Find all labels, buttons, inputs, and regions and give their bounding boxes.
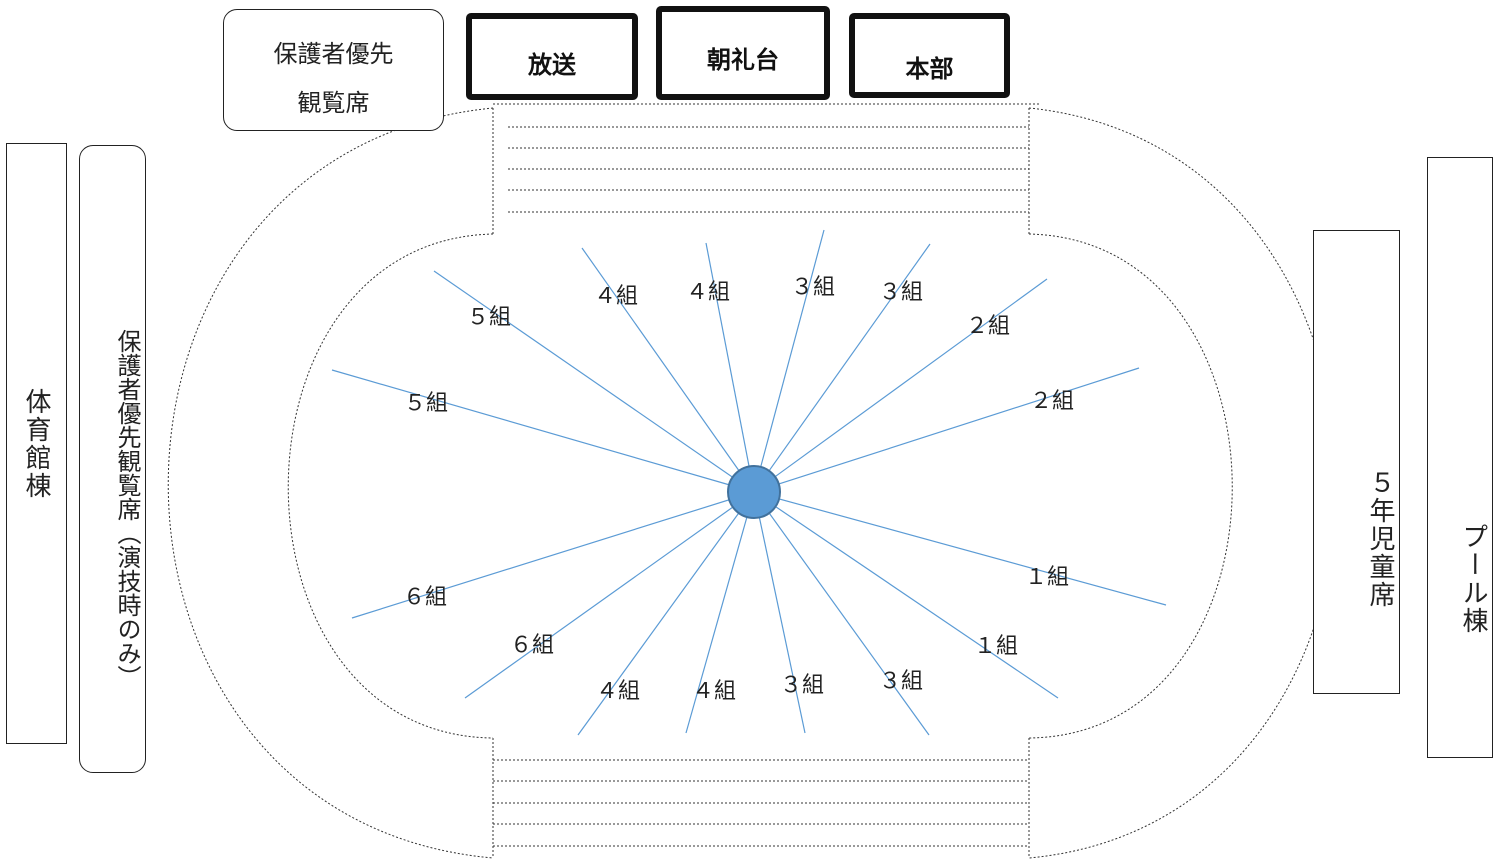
pool-building-label: プール棟: [1458, 522, 1488, 635]
formation-line-south-c: [685, 491, 755, 734]
guardian-seating-top-line2: 観覧席: [297, 89, 370, 117]
top-lanes: [492, 103, 1040, 234]
formation-line-north-d: [753, 243, 931, 493]
group-label-north-a: ４組: [594, 284, 638, 309]
group-label-south-d: ４組: [596, 679, 640, 704]
formation-line-south-b: [753, 491, 806, 734]
formation-line-southeast-a: [753, 491, 1059, 699]
formation-line-south-d: [577, 491, 755, 736]
gym-building: 体育館棟: [6, 143, 67, 744]
group-label-west-b: ５組: [404, 391, 448, 416]
headquarters-label: 本部: [905, 55, 954, 83]
guardian-seating-top: 保護者優先 観覧席: [223, 9, 444, 131]
group-label-northeast-a: ２組: [966, 314, 1010, 339]
guardian-seating-top-line1: 保護者優先: [273, 40, 394, 68]
formation-line-southwest-a: [464, 491, 755, 699]
formation-rays: [331, 229, 1167, 736]
guardian-seating-left-label: 保護者優先観覧席（演技時のみ）: [113, 329, 141, 689]
formation-line-east-a: [753, 367, 1140, 493]
center-marker: [727, 465, 781, 519]
group-label-east-a: ２組: [1030, 389, 1074, 414]
group-label-west-a: ６組: [403, 585, 447, 610]
podium-label: 朝礼台: [707, 46, 779, 74]
group-label-northwest-a: ５組: [467, 305, 511, 330]
gym-building-label: 体育館棟: [21, 387, 51, 500]
group-label-north-b: ４組: [686, 280, 730, 305]
podium: 朝礼台: [656, 6, 830, 100]
formation-line-south-a: [753, 491, 930, 736]
broadcast-label: 放送: [528, 51, 576, 79]
formation-line-west-a: [351, 491, 755, 619]
group-label-east-b: １組: [1025, 565, 1069, 590]
group-label-north-d: ３組: [879, 280, 923, 305]
headquarters: 本部: [849, 13, 1010, 98]
group-label-south-a: ３組: [879, 669, 923, 694]
group-label-south-c: ４組: [692, 679, 736, 704]
group-label-south-b: ３組: [780, 673, 824, 698]
grade5-seating: ５年児童席: [1313, 230, 1400, 694]
formation-line-west-b: [331, 369, 755, 493]
inner-track: [287, 233, 1233, 739]
grade5-seating-label: ５年児童席: [1365, 469, 1395, 609]
formation-line-north-b: [705, 242, 755, 493]
group-labels: ４組 ４組 ３組 ３組 ２組 ２組 １組 １組 ３組 ３組 ４組 ４組 ６組 ６組 ５組 ５組: [403, 275, 1074, 704]
guardian-seating-left: 保護者優先観覧席（演技時のみ）: [79, 145, 146, 773]
formation-line-east-b: [753, 491, 1167, 606]
formation-line-north-c: [753, 229, 825, 493]
formation-line-northeast-a: [753, 278, 1048, 493]
bottom-lanes: [492, 738, 1030, 858]
group-label-southeast-a: １組: [974, 634, 1018, 659]
pool-building: プール棟: [1427, 157, 1493, 758]
group-label-north-c: ３組: [791, 275, 835, 300]
broadcast-booth: 放送: [466, 13, 638, 100]
formation-line-northwest-a: [433, 270, 755, 493]
formation-line-north-a: [581, 247, 755, 493]
group-label-southwest-a: ６組: [510, 633, 554, 658]
